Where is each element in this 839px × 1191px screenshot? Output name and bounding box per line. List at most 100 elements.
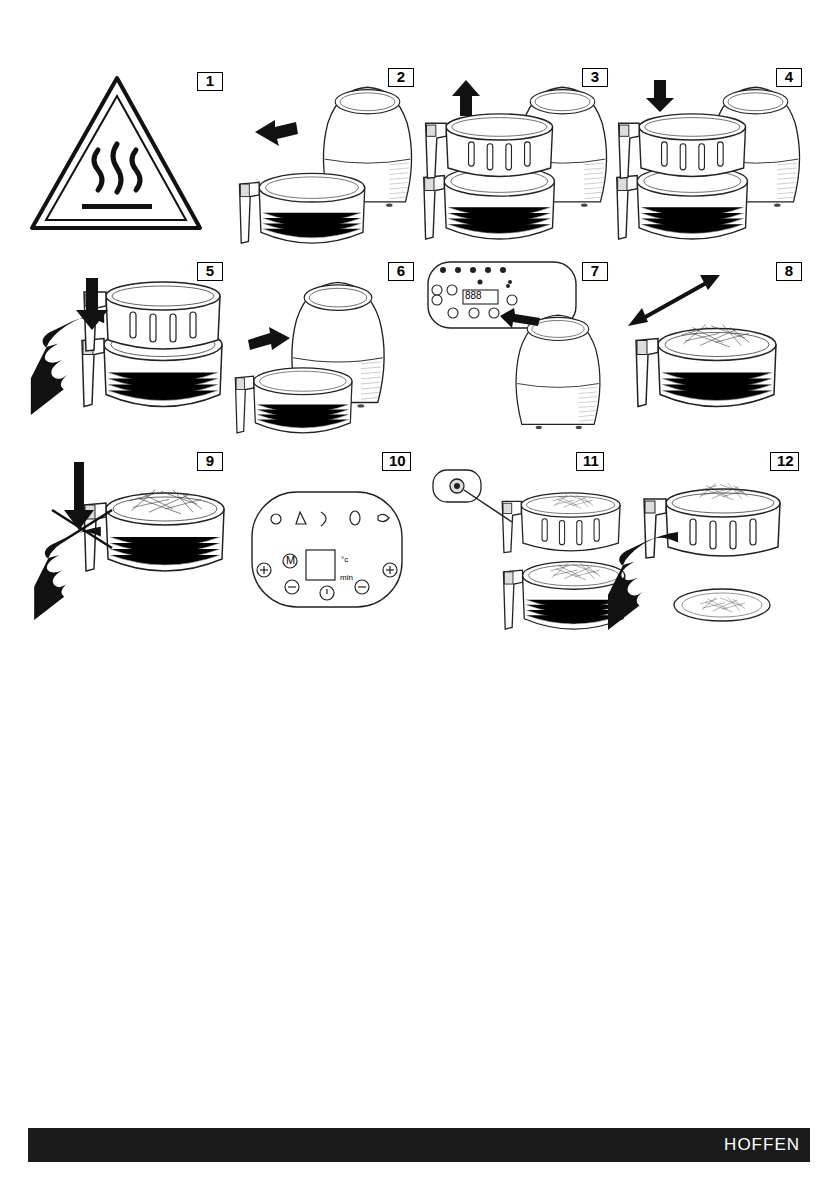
- drawing-part: [76, 278, 108, 330]
- drawing-part: [94, 150, 102, 190]
- drawing-part: [306, 550, 335, 580]
- drawing-part: [260, 566, 394, 594]
- heat-warning-sign: [32, 78, 200, 228]
- panel-12-drawing: [608, 483, 780, 630]
- callout-number: 9: [197, 452, 223, 471]
- drawing-part: [285, 580, 299, 594]
- drawing-part: [34, 527, 101, 620]
- panel-9-drawing: [34, 462, 224, 620]
- drawing-part: [355, 580, 369, 594]
- drawing-part: [94, 144, 140, 192]
- drawing-part: [682, 593, 762, 617]
- drawing-part: [550, 563, 600, 580]
- callout-number: 8: [776, 262, 802, 281]
- drawing-part: [636, 329, 776, 407]
- panel-number: 9: [206, 452, 214, 469]
- drawing-part: [235, 368, 352, 433]
- drawing-part: [450, 479, 464, 493]
- panel-11-drawing: [433, 470, 625, 629]
- drawing-part: [239, 173, 364, 243]
- drawing-part: [454, 483, 460, 489]
- panel-number: 10: [389, 452, 406, 469]
- drawing-part: [426, 114, 553, 178]
- drawing-part: [608, 532, 678, 630]
- panel-6-drawing: [235, 282, 384, 433]
- drawing-part: [271, 514, 281, 524]
- drawing-part: [628, 308, 648, 326]
- drawing-part: [644, 489, 780, 558]
- drawing-part: [82, 204, 152, 209]
- drawing-part: [132, 150, 140, 190]
- callout-number: 12: [770, 452, 799, 471]
- drawing-part: [700, 275, 720, 290]
- drawing-part: [378, 514, 389, 521]
- callout-number: 3: [582, 68, 608, 87]
- panel-10-control: [252, 492, 402, 607]
- drawing-part: [263, 566, 264, 574]
- drawing-part: [252, 492, 402, 607]
- drawing-part: [700, 597, 746, 612]
- drawing-part: [432, 285, 442, 295]
- drawing-part: [320, 586, 334, 600]
- drawing-part: [640, 282, 708, 320]
- brand-name: HOFFEN: [724, 1135, 800, 1155]
- drawing-part: [321, 512, 326, 526]
- drawing-part: [383, 563, 397, 577]
- drawing-part: [463, 290, 498, 304]
- drawing-part: [52, 510, 112, 548]
- drawing-part: [507, 295, 517, 305]
- display-digits: 888: [465, 291, 482, 301]
- drawing-part: [681, 325, 749, 348]
- drawing-part: [440, 267, 446, 273]
- drawing-part: [469, 308, 479, 318]
- unit-symbol: °c: [341, 556, 348, 564]
- callout-number: 5: [197, 262, 223, 281]
- drawing-part: [619, 114, 746, 178]
- drawing-part: [257, 511, 397, 600]
- drawing-part: [470, 267, 476, 273]
- panel-3-drawing: [424, 80, 607, 239]
- drawing-part: [113, 144, 121, 192]
- panel-number: 7: [591, 262, 599, 279]
- drawing-part: [283, 554, 297, 568]
- drawing-part: [424, 166, 555, 239]
- drawing-part: [447, 285, 457, 295]
- drawing-part: [350, 511, 360, 525]
- drawing-part: [500, 308, 540, 328]
- drawing-part: [489, 308, 499, 318]
- drawing-part: [326, 589, 327, 594]
- unit-symbol: min: [340, 574, 353, 582]
- drawing-part: [674, 589, 770, 621]
- drawing-part: [503, 562, 624, 630]
- drawing-part: [255, 120, 298, 146]
- callout-number: 2: [388, 68, 414, 87]
- panel-number: 11: [583, 452, 599, 469]
- callout-number: 4: [776, 68, 802, 87]
- drawing-part: [506, 284, 510, 288]
- panel-2-drawing: [239, 87, 411, 243]
- drawing-part: [455, 267, 461, 273]
- panel-number: 1: [206, 72, 214, 89]
- callout-number: 11: [576, 452, 604, 471]
- drawing-part: [485, 267, 491, 273]
- panel-8-drawing: [628, 275, 776, 407]
- drawing-part: [248, 327, 290, 350]
- drawing-part: [84, 493, 224, 571]
- drawing-part: [432, 285, 517, 318]
- drawing-part: [698, 483, 748, 500]
- panel-number: 5: [206, 262, 214, 279]
- drawing-part: [500, 267, 506, 273]
- drawing-part: [448, 308, 458, 318]
- drawing-part: [440, 267, 512, 288]
- panel-number: 8: [785, 262, 793, 279]
- drawing-part: [32, 78, 200, 228]
- drawing-part: [296, 512, 306, 524]
- callout-number: 7: [582, 262, 608, 281]
- drawing-part: [288, 586, 296, 587]
- drawing-part: [46, 96, 186, 220]
- panel-4-drawing: [617, 80, 800, 239]
- drawing-part: [257, 563, 271, 577]
- panel-5-drawing: [31, 278, 222, 415]
